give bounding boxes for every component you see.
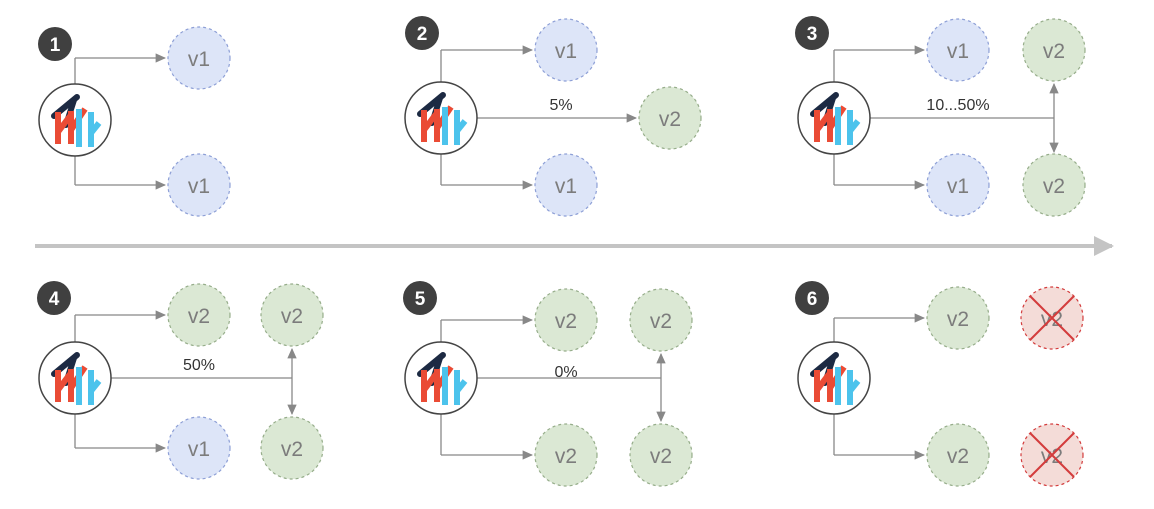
traffic-split-label: 10...50% <box>926 97 989 114</box>
svg-text:1: 1 <box>50 35 61 56</box>
svg-text:v2: v2 <box>555 445 577 468</box>
svg-text:v1: v1 <box>555 175 577 198</box>
panel-step-1: 1 v1 v1 <box>38 26 231 217</box>
service-node-v2: v2 <box>534 288 598 352</box>
svg-text:v2: v2 <box>188 305 210 328</box>
step-badge: 6 <box>795 281 829 315</box>
router-logo-icon <box>38 341 112 415</box>
svg-text:v2: v2 <box>1043 175 1065 198</box>
router-logo-icon <box>797 341 871 415</box>
service-node-v1: v1 <box>167 26 231 90</box>
service-node-v2: v2 <box>926 423 990 487</box>
svg-text:v2: v2 <box>650 445 672 468</box>
removed-node-v2: v2 <box>1020 423 1084 487</box>
service-node-v2: v2 <box>260 416 324 480</box>
svg-text:v2: v2 <box>281 438 303 461</box>
svg-text:v2: v2 <box>555 310 577 333</box>
svg-text:v1: v1 <box>555 40 577 63</box>
panel-step-5: 5 0% v2 v2 v <box>403 281 693 487</box>
service-node-v2: v2 <box>629 288 693 352</box>
service-node-v2: v2 <box>1022 18 1086 82</box>
service-node-v2: v2 <box>167 283 231 347</box>
service-node-v1: v1 <box>534 18 598 82</box>
svg-text:v2: v2 <box>947 445 969 468</box>
removed-cross-icon <box>1029 295 1075 341</box>
step-badge: 1 <box>38 27 72 61</box>
panel-step-4: 4 50% v2 v1 <box>37 281 324 480</box>
service-node-v2: v2 <box>926 286 990 350</box>
service-node-v1: v1 <box>534 153 598 217</box>
service-node-v1: v1 <box>167 416 231 480</box>
router-logo-icon <box>404 81 478 155</box>
traffic-split-label: 5% <box>549 97 572 114</box>
svg-text:v2: v2 <box>1043 40 1065 63</box>
service-node-v2: v2 <box>1022 153 1086 217</box>
service-node-v2: v2 <box>629 423 693 487</box>
service-node-v1: v1 <box>167 153 231 217</box>
svg-text:2: 2 <box>417 24 428 45</box>
removed-node-v2: v2 <box>1020 286 1084 350</box>
router-logo-icon <box>404 341 478 415</box>
step-badge: 3 <box>795 16 829 50</box>
svg-text:v1: v1 <box>947 175 969 198</box>
step-badge: 5 <box>403 281 437 315</box>
svg-text:3: 3 <box>807 24 818 45</box>
svg-text:5: 5 <box>415 289 426 310</box>
svg-text:v2: v2 <box>650 310 672 333</box>
service-node-v2: v2 <box>260 283 324 347</box>
step-badge: 2 <box>405 16 439 50</box>
svg-text:6: 6 <box>807 289 818 310</box>
svg-text:v1: v1 <box>188 175 210 198</box>
service-node-v2: v2 <box>638 86 702 150</box>
svg-text:v1: v1 <box>947 40 969 63</box>
svg-text:4: 4 <box>49 289 60 310</box>
router-logo-icon <box>38 83 112 157</box>
svg-text:v2: v2 <box>659 108 681 131</box>
svg-text:v2: v2 <box>947 308 969 331</box>
router-logo-icon <box>797 81 871 155</box>
service-node-v2: v2 <box>534 423 598 487</box>
step-badge: 4 <box>37 281 71 315</box>
removed-cross-icon <box>1029 432 1075 478</box>
svg-text:v1: v1 <box>188 438 210 461</box>
svg-text:v2: v2 <box>281 305 303 328</box>
traffic-split-label: 50% <box>183 357 215 374</box>
panel-step-2: 2 5% v1 v2 v1 <box>404 16 702 217</box>
service-node-v1: v1 <box>926 153 990 217</box>
traffic-split-label: 0% <box>554 364 577 381</box>
panel-step-3: 3 10...50% v1 v1 <box>795 16 1086 217</box>
service-node-v1: v1 <box>926 18 990 82</box>
panel-step-6: 6 v2 v2 v2 <box>795 281 1084 487</box>
svg-text:v1: v1 <box>188 48 210 71</box>
